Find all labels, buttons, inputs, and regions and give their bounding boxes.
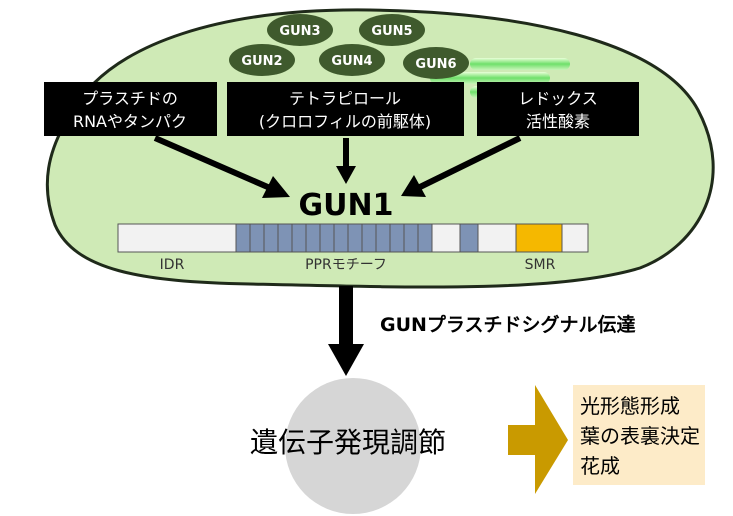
- gun6-label: GUN6: [415, 57, 456, 72]
- gene-regulation-circle: [285, 378, 421, 514]
- signal-box-tetrapyrrole: [227, 82, 464, 136]
- signal-box-tetrapyrrole-line1: テトラピロール: [289, 89, 401, 108]
- gene-regulation-label: 遺伝子発現調節: [250, 426, 446, 459]
- signaling-label: GUNプラスチドシグナル伝達: [380, 313, 636, 336]
- domain-smr-block: [515, 223, 563, 253]
- outcome-arrow: [508, 385, 568, 494]
- ppr-block: [235, 223, 251, 253]
- signal-box-tetrapyrrole-line2: (クロロフィルの前駆体): [259, 112, 431, 131]
- gun2-label: GUN2: [241, 54, 282, 69]
- smr-label: SMR: [525, 257, 556, 273]
- arrow-right-to-gun1: [401, 135, 522, 197]
- gun3-oval: [267, 14, 333, 46]
- ppr-block: [403, 223, 419, 253]
- ppr-block: [249, 223, 265, 253]
- gun6-oval: [403, 47, 469, 79]
- gun5-label: GUN5: [371, 24, 412, 39]
- gun2-oval: [229, 44, 295, 76]
- ppr-block: [417, 223, 433, 253]
- ppr-block: [319, 223, 335, 253]
- ppr-label: PPRモチーフ: [305, 257, 387, 273]
- idr-label: IDR: [160, 257, 185, 273]
- signal-box-redox-line1: レドックス: [518, 89, 598, 108]
- gun3-label: GUN3: [279, 24, 320, 39]
- arrow-center-to-gun1: [336, 138, 356, 184]
- ppr-block: [263, 223, 279, 253]
- ppr-block: [459, 223, 479, 253]
- gun1-title: GUN1: [299, 188, 394, 223]
- ppr-block: [333, 223, 349, 253]
- arrow-left-to-gun1: [153, 135, 290, 198]
- outcome-item: 光形態形成: [580, 394, 680, 418]
- domain-end-block: [561, 223, 589, 253]
- ppr-block: [305, 223, 321, 253]
- outcome-item: 花成: [580, 454, 620, 478]
- signal-box-redox: [477, 82, 639, 136]
- ppr-block: [291, 223, 307, 253]
- domain-spacer-block: [431, 223, 461, 253]
- ppr-block: [277, 223, 293, 253]
- ppr-block: [375, 223, 391, 253]
- signal-box-plastid-rna-line2: RNAやタンパク: [73, 112, 187, 131]
- outcome-box: [573, 385, 705, 485]
- gun4-label: GUN4: [331, 54, 372, 69]
- ppr-block: [347, 223, 363, 253]
- signal-box-plastid-rna-line1: プラスチドの: [82, 89, 178, 108]
- signal-box-redox-line2: 活性酸素: [526, 112, 590, 131]
- domain-spacer-block: [477, 223, 517, 253]
- gun5-oval: [359, 14, 425, 46]
- ppr-block: [389, 223, 405, 253]
- signal-box-plastid-rna: [44, 82, 217, 136]
- ppr-block: [361, 223, 377, 253]
- thylakoid-stack: [430, 72, 550, 84]
- gun4-oval: [319, 44, 385, 76]
- signaling-down-arrow: [328, 286, 364, 376]
- outcome-item: 葉の表裏決定: [580, 424, 700, 448]
- domain-idr-block: [117, 223, 237, 253]
- gun1-domain-bar: [117, 223, 589, 253]
- thylakoid-stack: [470, 58, 570, 70]
